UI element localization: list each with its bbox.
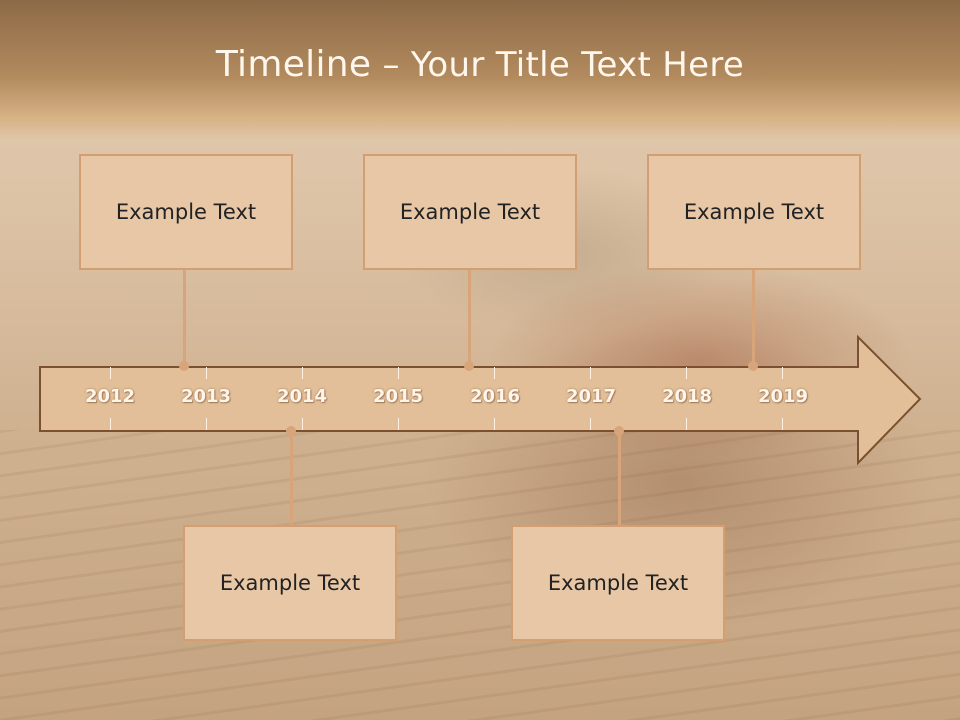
connector-line — [290, 431, 293, 526]
tick-2016-bottom — [494, 418, 495, 430]
event-card-text: Example Text — [683, 200, 825, 224]
year-label: 2014 — [276, 386, 328, 407]
year-label: 2016 — [469, 386, 521, 407]
event-card-bottom-2: Example Text — [511, 525, 725, 641]
tick-2017-bottom — [590, 418, 591, 430]
event-card-bottom-1: Example Text — [183, 525, 397, 641]
event-card-top-2: Example Text — [363, 154, 577, 270]
event-card-text: Example Text — [219, 571, 361, 595]
tick-2013-top — [206, 367, 207, 379]
connector-line — [183, 270, 186, 366]
connector-dot — [286, 426, 296, 436]
timeline-arrow-shape — [39, 334, 922, 466]
title-band — [0, 0, 960, 140]
year-label: 2018 — [661, 386, 713, 407]
year-label: 2019 — [757, 386, 809, 407]
event-card-text: Example Text — [115, 200, 257, 224]
connector-dot — [748, 361, 758, 371]
tick-2019-top — [782, 367, 783, 379]
year-label: 2017 — [565, 386, 617, 407]
tick-2016-top — [494, 367, 495, 379]
tick-2019-bottom — [782, 418, 783, 430]
connector-line — [752, 270, 755, 366]
tick-2018-top — [686, 367, 687, 379]
tick-2014-top — [302, 367, 303, 379]
connector-line — [468, 270, 471, 366]
title-lead: Timeline — [215, 44, 372, 85]
connector-dot — [464, 361, 474, 371]
tick-2015-bottom — [398, 418, 399, 430]
wood-texture — [0, 430, 960, 720]
title-rest: – Your Title Text Here — [371, 45, 745, 85]
tick-2014-bottom — [302, 418, 303, 430]
tick-2015-top — [398, 367, 399, 379]
tick-2018-bottom — [686, 418, 687, 430]
year-label: 2013 — [180, 386, 232, 407]
tick-2017-top — [590, 367, 591, 379]
tick-2013-bottom — [206, 418, 207, 430]
event-card-text: Example Text — [399, 200, 541, 224]
connector-line — [618, 431, 621, 526]
event-card-text: Example Text — [547, 571, 689, 595]
event-card-top-1: Example Text — [79, 154, 293, 270]
slide-title: Timeline – Your Title Text Here — [0, 44, 960, 85]
event-card-top-3: Example Text — [647, 154, 861, 270]
year-label: 2015 — [372, 386, 424, 407]
connector-dot — [614, 426, 624, 436]
tick-2012-top — [110, 367, 111, 379]
year-label: 2012 — [84, 386, 136, 407]
tick-2012-bottom — [110, 418, 111, 430]
connector-dot — [179, 361, 189, 371]
